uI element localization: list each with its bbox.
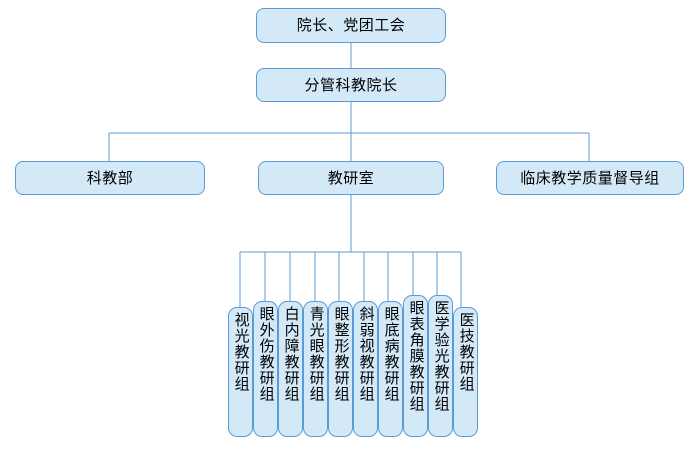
node-group-fundus-disease-label: 眼底病教研组 xyxy=(382,306,400,402)
node-group-strabismus-amblyopia[interactable]: 斜弱视教研组 xyxy=(353,301,378,437)
node-education-department[interactable]: 科教部 xyxy=(15,161,205,195)
node-group-glaucoma-label: 青光眼教研组 xyxy=(307,306,325,402)
node-group-medical-technology[interactable]: 医技教研组 xyxy=(453,307,478,437)
node-teaching-office-label: 教研室 xyxy=(327,169,375,187)
node-group-strabismus-amblyopia-label: 斜弱视教研组 xyxy=(357,306,375,402)
node-group-oculoplastic-label: 眼整形教研组 xyxy=(332,306,350,402)
node-group-ocular-surface-cornea[interactable]: 眼表角膜教研组 xyxy=(403,295,428,437)
node-group-ocular-surface-cornea-label: 眼表角膜教研组 xyxy=(407,300,425,412)
node-group-medical-optometry-label: 医学验光教研组 xyxy=(432,300,450,412)
node-president[interactable]: 院长、党团工会 xyxy=(256,8,446,43)
node-group-medical-technology-label: 医技教研组 xyxy=(457,312,475,392)
node-group-oculoplastic[interactable]: 眼整形教研组 xyxy=(328,301,353,437)
node-quality-supervision-group[interactable]: 临床教学质量督导组 xyxy=(496,161,684,195)
node-group-ocular-trauma[interactable]: 眼外伤教研组 xyxy=(253,301,278,437)
node-group-ocular-trauma-label: 眼外伤教研组 xyxy=(257,306,275,402)
node-quality-supervision-group-label: 临床教学质量督导组 xyxy=(520,169,660,187)
node-group-cataract-label: 白内障教研组 xyxy=(282,306,300,402)
node-president-label: 院长、党团工会 xyxy=(296,17,406,34)
node-group-glaucoma[interactable]: 青光眼教研组 xyxy=(303,301,328,437)
node-group-cataract[interactable]: 白内障教研组 xyxy=(278,301,303,437)
node-group-optometry[interactable]: 视光教研组 xyxy=(228,307,253,437)
node-group-optometry-label: 视光教研组 xyxy=(232,312,250,392)
node-vice-president[interactable]: 分管科教院长 xyxy=(256,68,446,102)
node-group-medical-optometry[interactable]: 医学验光教研组 xyxy=(428,295,453,437)
node-group-fundus-disease[interactable]: 眼底病教研组 xyxy=(378,301,403,437)
node-education-department-label: 科教部 xyxy=(86,169,134,187)
node-teaching-office[interactable]: 教研室 xyxy=(258,161,444,195)
node-vice-president-label: 分管科教院长 xyxy=(304,76,398,94)
